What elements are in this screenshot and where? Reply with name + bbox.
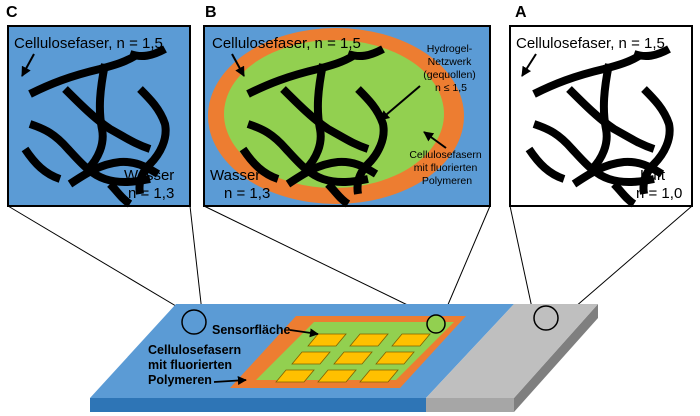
panel-b-medium-label: Wasser bbox=[210, 167, 260, 184]
panel-b-polymer-line: Cellulosefasern bbox=[409, 149, 482, 161]
sensor-spot bbox=[349, 333, 389, 347]
panel-a-medium-index: n = 1,0 bbox=[636, 185, 682, 202]
chip-polymer-line: Cellulosefasern bbox=[148, 343, 241, 357]
sensor-chip: Sensorfläche Cellulosefasern mit fluorie… bbox=[90, 304, 598, 412]
sensor-spot bbox=[391, 333, 431, 347]
zoom-line-b-left bbox=[203, 205, 427, 315]
sensor-spot bbox=[317, 369, 357, 383]
zoom-lines bbox=[7, 205, 693, 321]
panel-a-fiber-arrow bbox=[521, 53, 537, 77]
sensor-spot bbox=[359, 369, 399, 383]
panel-c-fiber-arrow bbox=[21, 53, 35, 77]
chip-front-face-gray bbox=[426, 398, 514, 412]
panel-b-polymer-arrow bbox=[423, 131, 447, 149]
sensor-spots bbox=[275, 333, 431, 383]
chip-front-face-blue bbox=[90, 398, 426, 412]
panel-b-medium-index: n = 1,3 bbox=[224, 185, 270, 202]
zoom-line-a-right bbox=[559, 205, 693, 321]
sensor-spot bbox=[333, 351, 373, 365]
panel-b: B Cellulosefaser, n = 1,5 Hydrogel- Netz… bbox=[203, 4, 491, 206]
zoom-line-c-left bbox=[7, 205, 187, 313]
panel-b-fiber-arrow bbox=[231, 53, 245, 77]
panel-c-fiber-label: Cellulosefaser, n = 1,5 bbox=[14, 35, 163, 52]
chip-polymer-label: Cellulosefasern mit fluorierten Polymere… bbox=[148, 343, 245, 387]
zoom-circle-a bbox=[533, 305, 559, 331]
zoom-line-b-right bbox=[443, 205, 491, 315]
panel-b-polymer-label: Cellulosefasern mit fluorierten Polymere… bbox=[409, 149, 484, 187]
chip-polymer-line: mit fluorierten bbox=[148, 358, 232, 372]
chip-polymer-line: Polymeren bbox=[148, 373, 212, 387]
panel-b-hydrogel-line: Netzwerk bbox=[428, 56, 473, 68]
zoom-line-a-left bbox=[509, 205, 533, 309]
panel-a: A Cellulosefaser, n = 1,5 Luft n = 1,0 bbox=[509, 4, 693, 206]
panel-a-letter: A bbox=[515, 4, 527, 21]
chip-sensor-arrow bbox=[289, 328, 319, 338]
panel-b-polymer-line: Polymeren bbox=[422, 175, 472, 187]
panel-b-polymer-line: mit fluorierten bbox=[414, 162, 478, 174]
panel-c-medium-index: n = 1,3 bbox=[128, 185, 174, 202]
panel-b-hydrogel-line: Hydrogel- bbox=[427, 43, 473, 55]
panel-b-hydrogel-label: Hydrogel- Netzwerk (gequollen) n ≤ 1,5 bbox=[423, 43, 478, 94]
sensor-spot bbox=[375, 351, 415, 365]
panel-b-letter: B bbox=[205, 4, 217, 21]
panel-b-hydrogel-line: n ≤ 1,5 bbox=[435, 82, 467, 94]
zoom-circle-b bbox=[426, 314, 446, 334]
panel-b-hydrogel-arrow bbox=[379, 85, 421, 121]
chip-sensor-label: Sensorfläche bbox=[212, 323, 291, 337]
sensor-spot bbox=[291, 351, 331, 365]
panel-b-fiber-label: Cellulosefaser, n = 1,5 bbox=[212, 35, 361, 52]
chip-polymer-arrow bbox=[213, 376, 247, 385]
panel-c-medium-label: Wasser bbox=[124, 167, 174, 184]
chip-side-face bbox=[514, 304, 598, 412]
sensor-spot bbox=[275, 369, 315, 383]
zoom-circle-c bbox=[181, 309, 207, 335]
panel-a-medium-label: Luft bbox=[640, 167, 666, 184]
chip-top-dry-area bbox=[426, 304, 598, 398]
zoom-line-c-right bbox=[189, 205, 203, 313]
panel-b-hydrogel-line: (gequollen) bbox=[423, 69, 476, 81]
panel-c-letter: C bbox=[6, 4, 18, 21]
panel-c: C Cellulosefaser, n = 1,5 Wasser n = 1,3 bbox=[6, 4, 191, 206]
panel-a-fiber-label: Cellulosefaser, n = 1,5 bbox=[516, 35, 665, 52]
